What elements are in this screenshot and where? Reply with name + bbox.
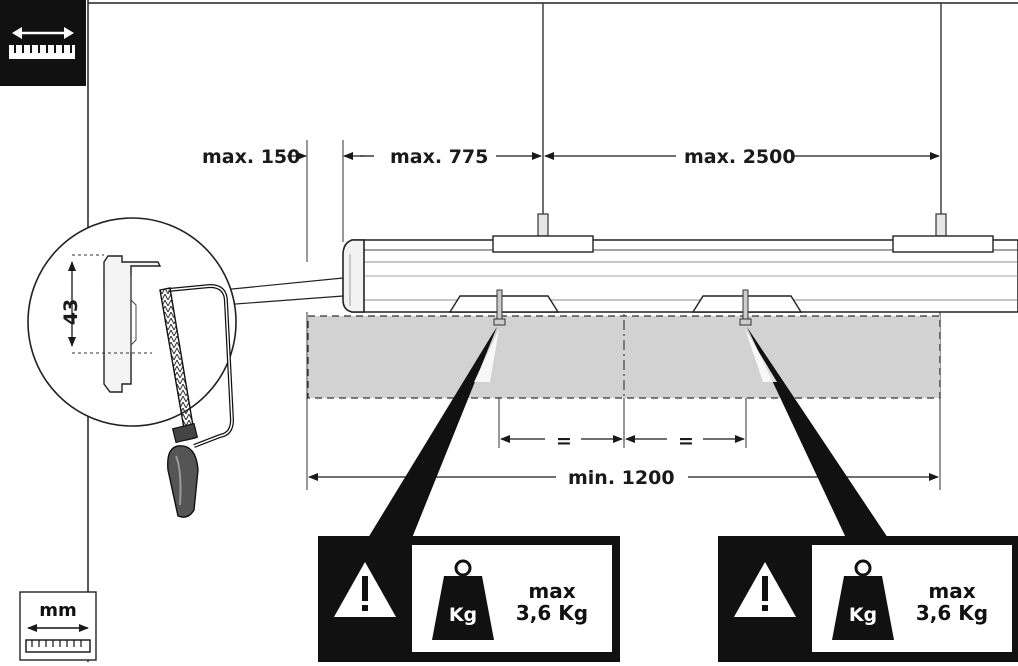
profile-detail-inset: 43 [27,217,344,518]
bottom-carriers [448,289,803,326]
max-load-value: 3,6 Kg [516,601,588,625]
min-length-label: min. 1200 [568,467,675,489]
track-profile [342,239,1018,313]
warning-triangle-icon [334,562,396,617]
weight-icon [832,559,894,640]
end-overhang-label: max. 150 [202,146,300,168]
profile-height-label: 43 [60,299,82,325]
suspension-cables [537,3,947,237]
weight-icon [432,559,494,640]
top-clips [492,235,994,253]
suspension-spacing-label: max. 2500 [684,146,796,168]
measure-tape-icon [0,0,86,86]
first-suspension-label: max. 775 [390,146,488,168]
max-label: max [528,579,575,603]
load-warning-right: Kg max 3,6 Kg [718,536,1018,662]
weight-icon-label: Kg [449,604,477,626]
max-label: max [928,579,975,603]
hacksaw-icon [159,283,235,518]
equal-right-label: = [678,430,694,452]
warning-triangle-icon [734,562,796,617]
mm-ruler-icon: mm [19,591,97,661]
load-warning-left: Kg max 3,6 Kg [318,536,620,662]
weight-icon-label: Kg [849,604,877,626]
max-load-value: 3,6 Kg [916,601,988,625]
equal-left-label: = [556,430,572,452]
units-label: mm [39,600,77,621]
load-beams [368,327,888,538]
